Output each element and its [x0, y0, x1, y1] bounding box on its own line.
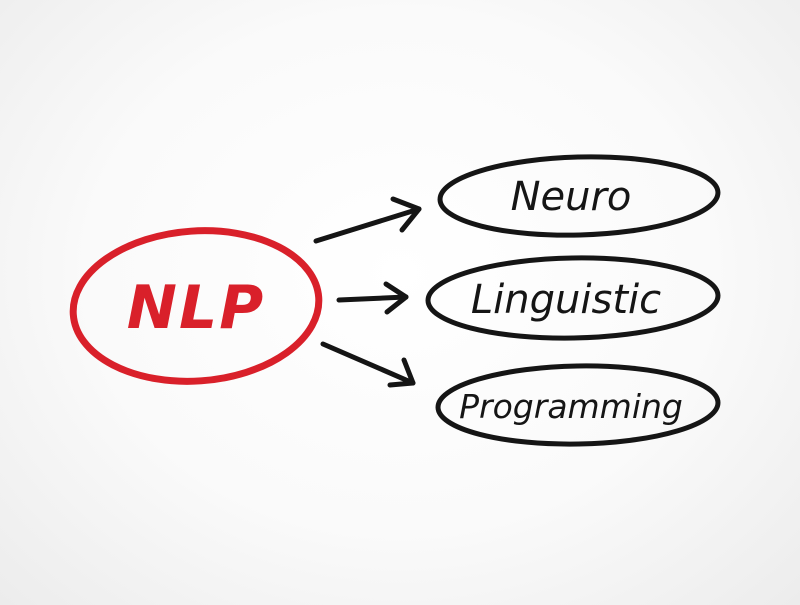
main-node: NLP [69, 227, 323, 385]
arrow-to-neuro [313, 196, 422, 244]
arrow-to-programming [320, 341, 416, 388]
branch-label-programming: Programming [459, 387, 683, 426]
branch-ellipse [437, 154, 721, 238]
branch-node-linguistic: Linguistic [425, 255, 721, 341]
branch-label-linguistic: Linguistic [471, 277, 661, 323]
branch-ellipse [425, 255, 721, 341]
main-label: NLP [127, 273, 265, 343]
arrow-to-linguistic [336, 281, 409, 315]
branch-ellipse [435, 363, 721, 447]
branch-label-neuro: Neuro [511, 174, 632, 220]
main-ellipse [69, 227, 323, 385]
branch-node-programming: Programming [435, 363, 721, 447]
branch-node-neuro: Neuro [437, 154, 721, 238]
